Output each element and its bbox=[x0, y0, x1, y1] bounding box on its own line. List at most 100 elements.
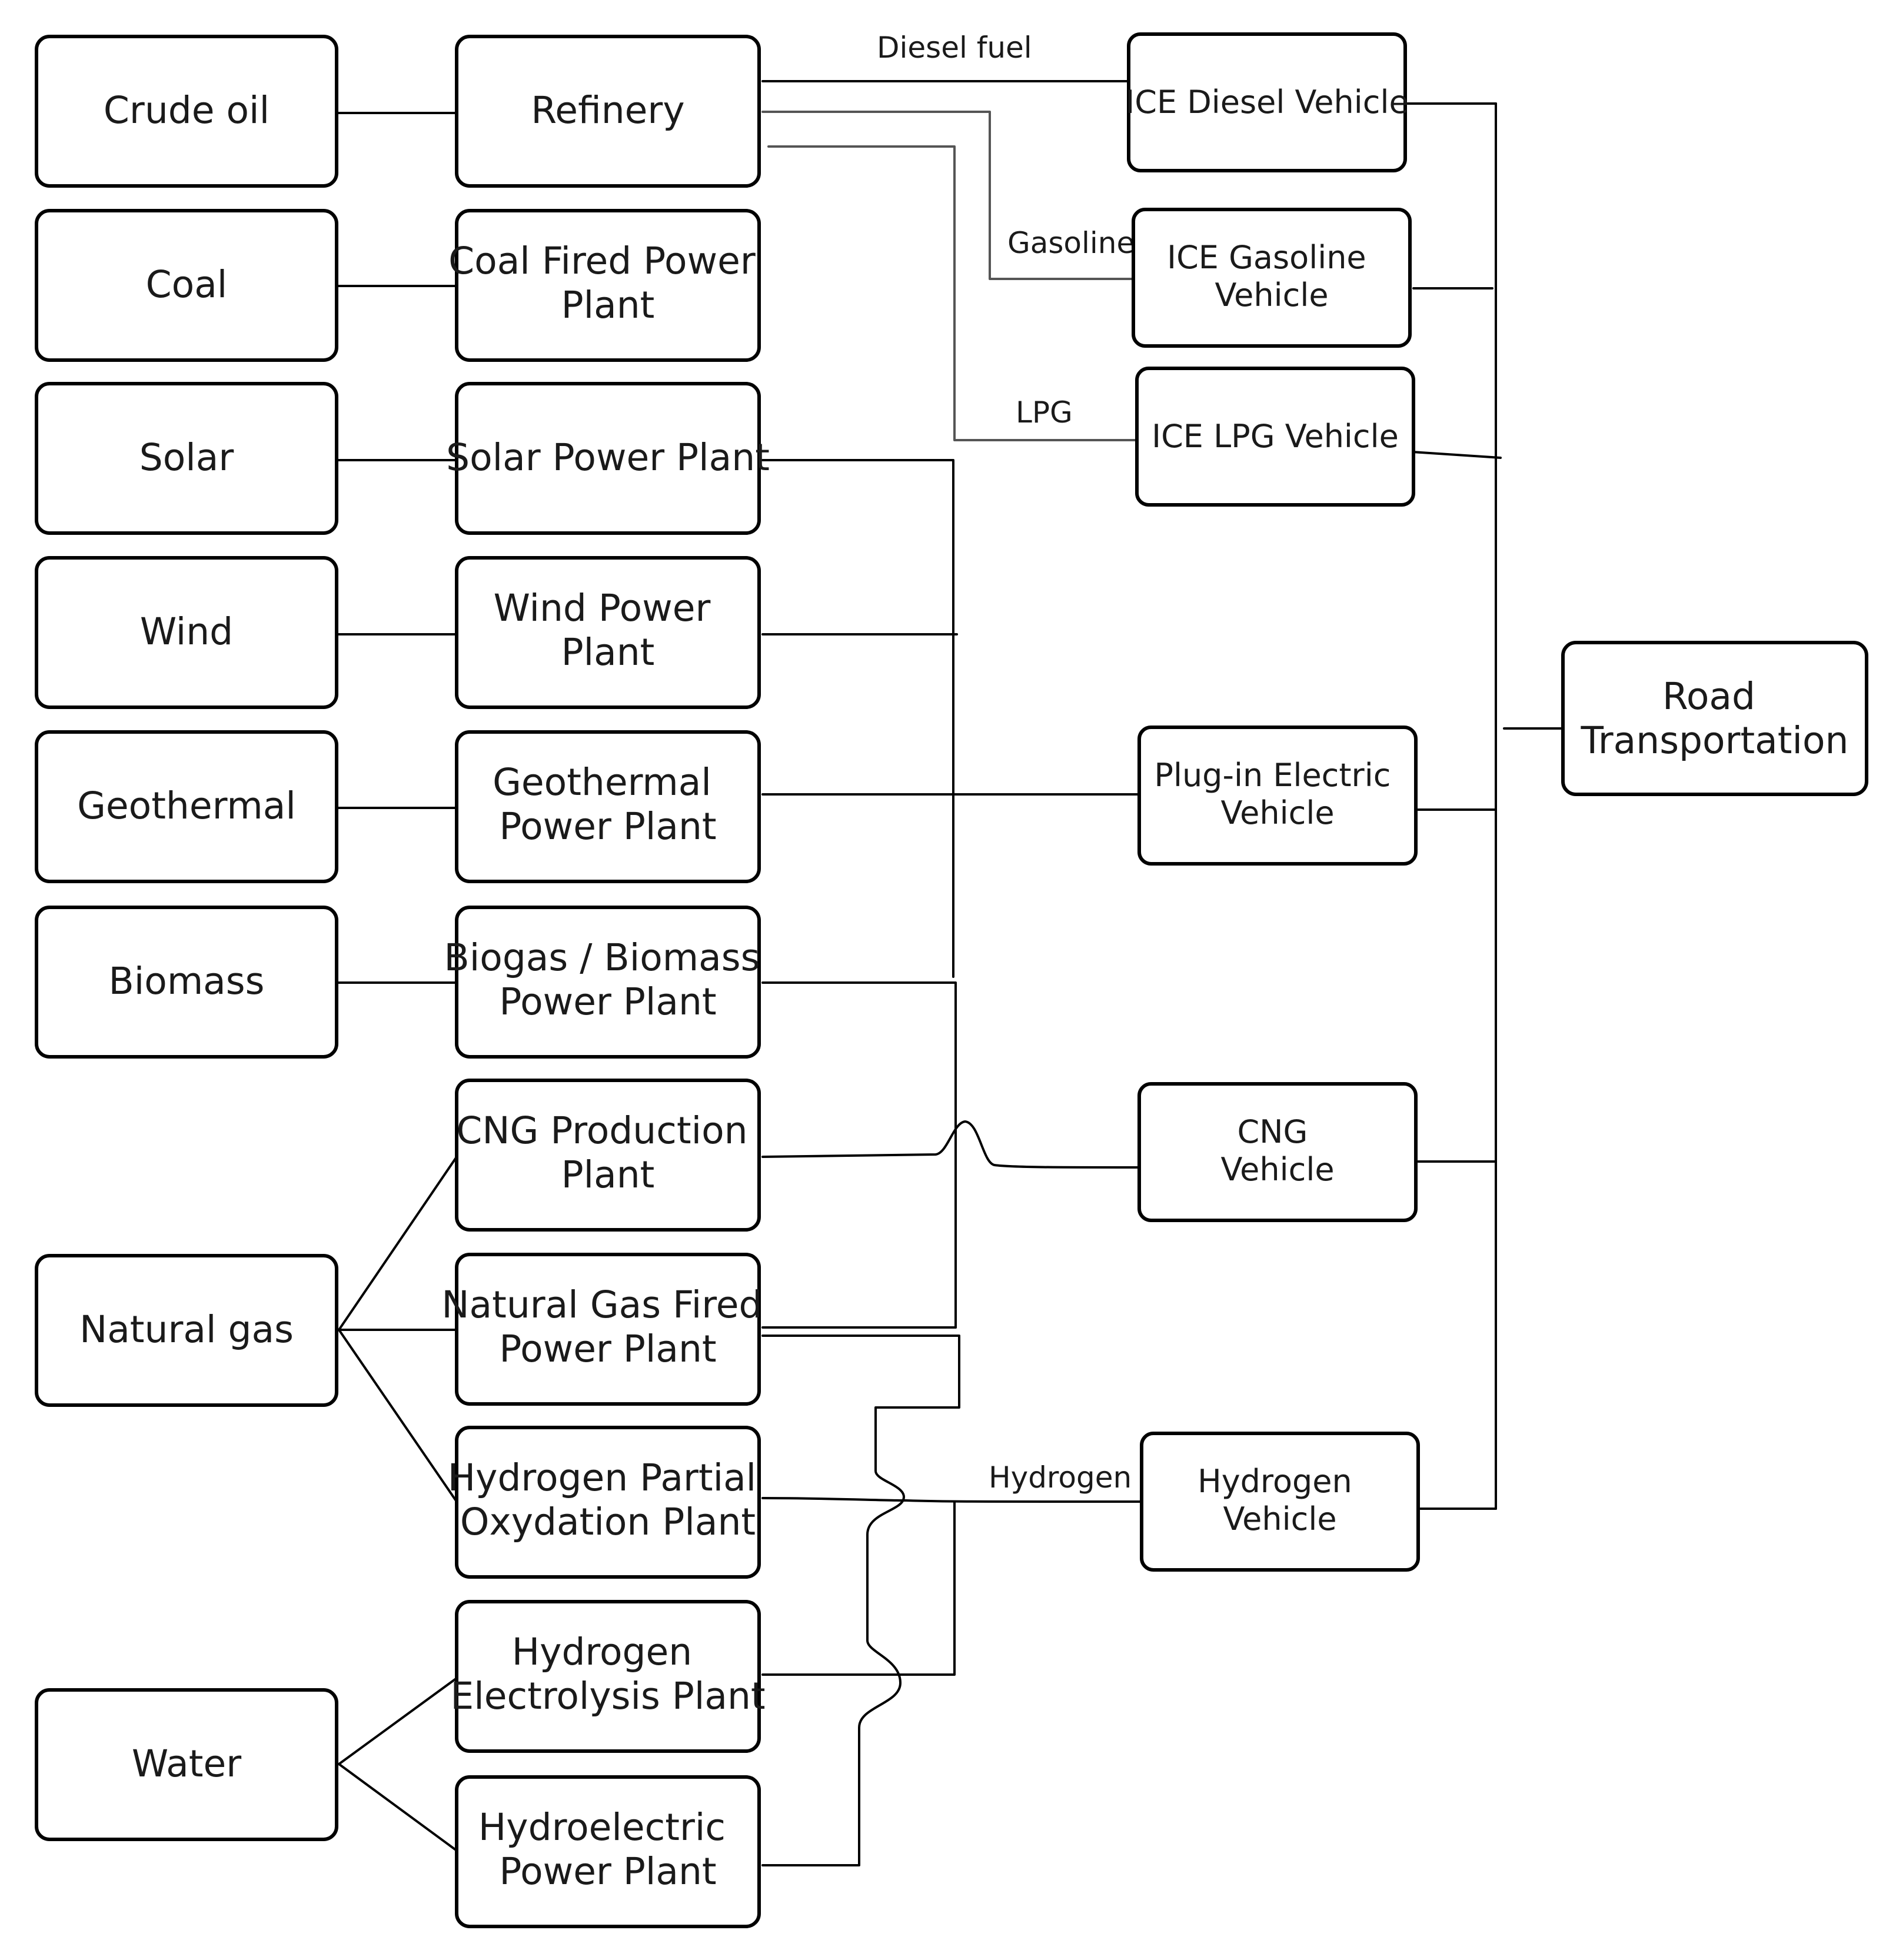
svg-text:Hydrogen Vehicle: Hydrogen Vehicle bbox=[1198, 1463, 1362, 1538]
box-wind-plant: Wind Power Plant bbox=[455, 556, 761, 709]
edge-natural-gas-h2-partial-ox bbox=[338, 1329, 458, 1503]
box-wind: Wind bbox=[35, 556, 338, 709]
box-label-line: Power Plant bbox=[499, 1327, 716, 1370]
edge-water-hydroelectric bbox=[338, 1763, 458, 1852]
box-label: Biomass bbox=[109, 960, 265, 1003]
edge-biomass-plant-bus bbox=[761, 981, 957, 1329]
box-label-line: Plant bbox=[561, 284, 655, 327]
label-gasoline: Gasoline bbox=[1007, 226, 1135, 260]
box-cng-plant: CNG Production Plant bbox=[455, 1079, 761, 1232]
svg-text:Road Transportation: Road Transportation bbox=[1581, 675, 1849, 762]
box-label-line: Geothermal bbox=[493, 761, 711, 804]
edge-h2-electrolysis-bus bbox=[761, 1500, 956, 1676]
box-label: Wind bbox=[140, 610, 233, 653]
box-label: Coal bbox=[146, 263, 228, 306]
box-label-line: Vehicle bbox=[1220, 1151, 1334, 1188]
box-ng-power-plant: Natural Gas Fired Power Plant bbox=[441, 1253, 763, 1406]
box-ice-lpg-vehicle: ICE LPG Vehicle bbox=[1135, 367, 1415, 507]
box-label-line: CNG Production bbox=[456, 1109, 747, 1152]
svg-text:ICE Diesel Vehicle: ICE Diesel Vehicle bbox=[1125, 84, 1408, 121]
edge-solar-plant-bus bbox=[761, 459, 954, 978]
svg-text:Coal Fired Power Plant: Coal Fired Power Plant bbox=[448, 239, 767, 327]
box-plugin-electric-vehicle: Plug-in Electric Vehicle bbox=[1137, 726, 1418, 866]
box-label-line: Natural Gas Fired bbox=[441, 1283, 762, 1326]
connectors bbox=[335, 80, 1564, 1866]
box-label-line: Power Plant bbox=[499, 980, 716, 1023]
box-road-transportation: Road Transportation bbox=[1561, 641, 1868, 796]
box-label-line: Biogas / Biomass bbox=[444, 936, 760, 979]
svg-text:Hydrogen Partial Oxydati: Hydrogen Partial Oxydation Plant bbox=[448, 1456, 768, 1543]
box-cng-vehicle: CNG Vehicle bbox=[1137, 1082, 1418, 1222]
box-label-line: ICE Diesel Vehicle bbox=[1125, 84, 1408, 121]
edge-water-h2-electrolysis bbox=[338, 1677, 458, 1765]
box-label-line: Power Plant bbox=[499, 805, 716, 848]
svg-text:Solar Power Plant: Solar Power Plant bbox=[446, 436, 770, 479]
box-label: Water bbox=[132, 1742, 241, 1785]
svg-text:Hydrogen Electrolysis Pl: Hydrogen Electrolysis Plant bbox=[450, 1630, 765, 1718]
box-label-line: ICE LPG Vehicle bbox=[1152, 418, 1399, 455]
box-label-line: Transportation bbox=[1581, 719, 1849, 762]
box-solar: Solar bbox=[35, 382, 338, 535]
box-label: Natural gas bbox=[79, 1308, 294, 1351]
box-biomass-plant: Biogas / Biomass Power Plant bbox=[444, 906, 772, 1059]
box-natural-gas: Natural gas bbox=[35, 1254, 338, 1407]
label-lpg: LPG bbox=[1016, 395, 1073, 430]
box-label: Crude oil bbox=[104, 89, 270, 132]
box-solar-plant: Solar Power Plant bbox=[446, 382, 770, 535]
box-coal: Coal bbox=[35, 209, 338, 362]
box-ice-diesel-vehicle: ICE Diesel Vehicle bbox=[1125, 32, 1409, 172]
box-label-line: Electrolysis Plant bbox=[450, 1675, 765, 1718]
svg-text:Refinery: Refinery bbox=[531, 89, 684, 132]
label-hydrogen: Hydrogen bbox=[989, 1460, 1132, 1495]
box-label: Solar bbox=[139, 436, 234, 479]
edge-ng-power-plant-hydro-link bbox=[761, 1335, 960, 1866]
svg-text:Geothermal Power Plant: Geothermal Power Plant bbox=[493, 761, 723, 848]
box-label-line: Vehicle bbox=[1223, 1500, 1336, 1538]
box-geothermal: Geothermal bbox=[35, 730, 338, 883]
box-h2-electrolysis-plant: Hydrogen Electrolysis Plant bbox=[450, 1600, 766, 1753]
box-label-line: Coal Fired Power bbox=[448, 239, 756, 282]
edge-lpg-road bbox=[1411, 451, 1502, 459]
box-refinery: Refinery bbox=[455, 35, 761, 188]
box-label-line: CNG bbox=[1237, 1113, 1308, 1150]
box-crude-oil: Crude oil bbox=[35, 35, 338, 188]
box-label-line: Hydroelectric bbox=[478, 1806, 726, 1849]
box-geothermal-plant: Geothermal Power Plant bbox=[455, 730, 761, 883]
box-label-line: ICE Gasoline bbox=[1167, 239, 1366, 276]
box-label-line: Road bbox=[1662, 675, 1755, 718]
svg-text:Wind Power Plant: Wind Power Plant bbox=[494, 587, 723, 674]
box-hydrogen-vehicle: Hydrogen Vehicle bbox=[1140, 1432, 1420, 1572]
box-biomass: Biomass bbox=[35, 906, 338, 1059]
box-label-line: Vehicle bbox=[1220, 794, 1334, 831]
svg-text:CNG Production Plant: CNG Production Plant bbox=[456, 1109, 759, 1196]
box-label-line: Refinery bbox=[531, 89, 684, 132]
svg-text:Hydroelectric Power Plan: Hydroelectric Power Plant bbox=[478, 1806, 737, 1893]
edge-refinery-gasoline bbox=[761, 111, 1135, 280]
box-h2-partial-ox-plant: Hydrogen Partial Oxydation Plant bbox=[448, 1426, 768, 1579]
box-label: Geothermal bbox=[77, 784, 296, 827]
box-label-line: Wind Power bbox=[494, 587, 711, 630]
box-hydroelectric-plant: Hydroelectric Power Plant bbox=[455, 1775, 761, 1928]
box-label-line: Plug-in Electric bbox=[1154, 757, 1391, 794]
svg-text:CNG Vehicle: CNG Vehicle bbox=[1220, 1113, 1334, 1188]
edge-refinery-lpg bbox=[767, 145, 1138, 441]
box-label-line: Plant bbox=[561, 631, 655, 674]
box-label-line: Plant bbox=[561, 1153, 655, 1196]
box-coal-plant: Coal Fired Power Plant bbox=[448, 209, 767, 362]
edge-labels: Diesel fuel Gasoline LPG Hydrogen bbox=[877, 31, 1135, 1495]
edge-cng-plant-cng-vehicle bbox=[761, 1120, 1140, 1169]
box-label-line: Hydrogen Partial bbox=[448, 1456, 756, 1499]
box-label-line: Hydrogen bbox=[1198, 1463, 1352, 1500]
svg-text:ICE Gasoline Vehicle: ICE Gasoline Vehicle bbox=[1167, 239, 1376, 314]
edge-h2-partial-ox-hydrogen-vehicle bbox=[761, 1497, 1143, 1503]
svg-text:ICE LPG Vehicle: ICE LPG Vehicle bbox=[1152, 418, 1399, 455]
box-label-line: Solar Power Plant bbox=[446, 436, 770, 479]
label-diesel-fuel: Diesel fuel bbox=[877, 31, 1032, 65]
box-label-line: Vehicle bbox=[1215, 277, 1328, 314]
svg-text:Biogas / Biomass Power P: Biogas / Biomass Power Plant bbox=[444, 936, 772, 1023]
box-label-line: Hydrogen bbox=[512, 1630, 692, 1673]
box-water: Water bbox=[35, 1688, 338, 1841]
edge-natural-gas-cng-plant bbox=[338, 1156, 458, 1331]
box-label-line: Power Plant bbox=[499, 1850, 716, 1893]
